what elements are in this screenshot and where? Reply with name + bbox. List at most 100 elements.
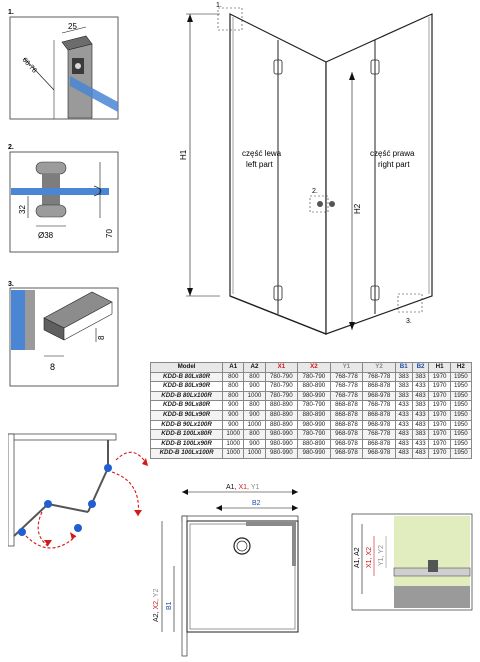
table-cell: 768-778 [362,400,396,411]
table-cell: 1950 [449,381,473,392]
callout-3-box [397,293,423,313]
table-cell: 1970 [428,429,451,440]
table-cell: 900 [222,400,245,411]
table-cell: 980-990 [264,429,299,440]
dim-h1: H1 [179,149,188,160]
callout-2-box [309,195,329,213]
table-header-cell: H2 [449,362,473,373]
shower-tray [186,520,299,633]
table-cell: 868-878 [362,438,396,450]
detail-3-number: 3. [8,281,14,288]
detail-2-knob-bottom [35,204,67,218]
table-cell: 880-890 [297,438,331,450]
table-cell: 780-790 [264,381,299,392]
table-header-cell: A2 [243,362,266,373]
plan-view: A1, X1, Y1 B2 A2, X2, Y2 B1 [148,476,323,657]
model-cell: KDD-B 80Lx90R [149,381,224,392]
table-cell: 768-778 [329,371,364,383]
left-part-label-en: left part [246,160,273,169]
table-cell: 1000 [222,438,245,450]
table-cell: 1970 [428,400,451,411]
table-cell: 1950 [449,390,473,402]
right-part-label-pl: część prawa [370,149,415,158]
detail-3-dim-horizontal: 8 [50,362,55,372]
table-cell: 1950 [449,400,473,411]
table-header-cell: B2 [411,362,430,373]
left-part-label-pl: część lewa [242,149,282,158]
hinge-icon [74,524,82,532]
table-cell: 868-878 [362,381,396,392]
hinge-icon [44,500,52,508]
table-cell: 968-978 [362,419,396,431]
hinge-icon [273,285,283,301]
table-cell: 1970 [428,419,451,431]
table-cell: 1950 [449,429,473,440]
callout-2-label: 2. [312,188,318,195]
table-cell: 800 [222,381,245,392]
dim-b2: B2 [252,500,261,507]
section-dim-y: Y1, Y2 [378,545,385,566]
table-cell: 968-978 [329,429,364,440]
table-cell: 780-790 [297,400,331,411]
dim-a1: A1, [226,484,237,491]
table-cell: 483 [411,390,430,402]
table-cell: 483 [411,448,430,459]
table-cell: 800 [243,400,266,411]
detail-1-number: 1. [8,9,14,16]
section-view: A1, A2 X1, X2 Y1, Y2 [350,512,474,612]
table-cell: 868-878 [362,409,396,421]
table-cell: 768-778 [362,429,396,440]
table-cell: 880-890 [297,409,331,421]
drain-icon [233,537,251,555]
table-cell: 433 [411,381,430,392]
table-cell: 900 [243,409,266,421]
detail-2-glass [11,188,109,195]
table-cell: 880-890 [264,419,299,431]
table-cell: 900 [222,419,245,431]
callout-1-box [217,7,243,31]
table-cell: 968-978 [362,448,396,459]
model-cell: KDD-B 90Lx100R [149,419,224,431]
table-cell: 980-990 [297,448,331,459]
detail-3-dim-vertical: 8 [97,335,106,340]
model-cell: KDD-B 100Lx90R [149,438,224,450]
dim-x1: X1, [238,484,249,491]
hinge-icon [370,59,380,75]
table-cell: 1950 [449,409,473,421]
swing-arc-icon [25,535,77,549]
table-cell: 780-790 [264,371,299,383]
detail-2-dim-70: 70 [105,229,114,238]
table-cell: 800 [222,371,245,383]
table-cell: 800 [222,390,245,402]
detail-2-number: 2. [8,144,14,151]
hinge-icon [18,528,26,536]
table-cell: 483 [394,429,413,440]
table-cell: 433 [411,409,430,421]
table-cell: 880-890 [297,381,331,392]
table-header-cell: X2 [297,362,331,373]
table-cell: 900 [222,409,245,421]
table-cell: 780-790 [264,390,299,402]
table-header-cell: B1 [394,362,413,373]
svg-text:A1, X1, Y1: A1, X1, Y1 [226,484,259,491]
swing-arc-icon [111,471,140,517]
table-cell: 1000 [222,429,245,440]
model-cell: KDD-B 90Lx90R [149,409,224,421]
table-cell: 1950 [449,371,473,383]
hinge-icon [104,464,112,472]
dim-x2: X2, [153,599,160,610]
plan-wall-left [181,515,188,657]
table-cell: 868-878 [329,419,364,431]
right-door-panel [325,13,433,335]
table-cell: 968-978 [329,438,364,450]
table-cell: 483 [394,438,413,450]
table-cell: 433 [394,400,413,411]
